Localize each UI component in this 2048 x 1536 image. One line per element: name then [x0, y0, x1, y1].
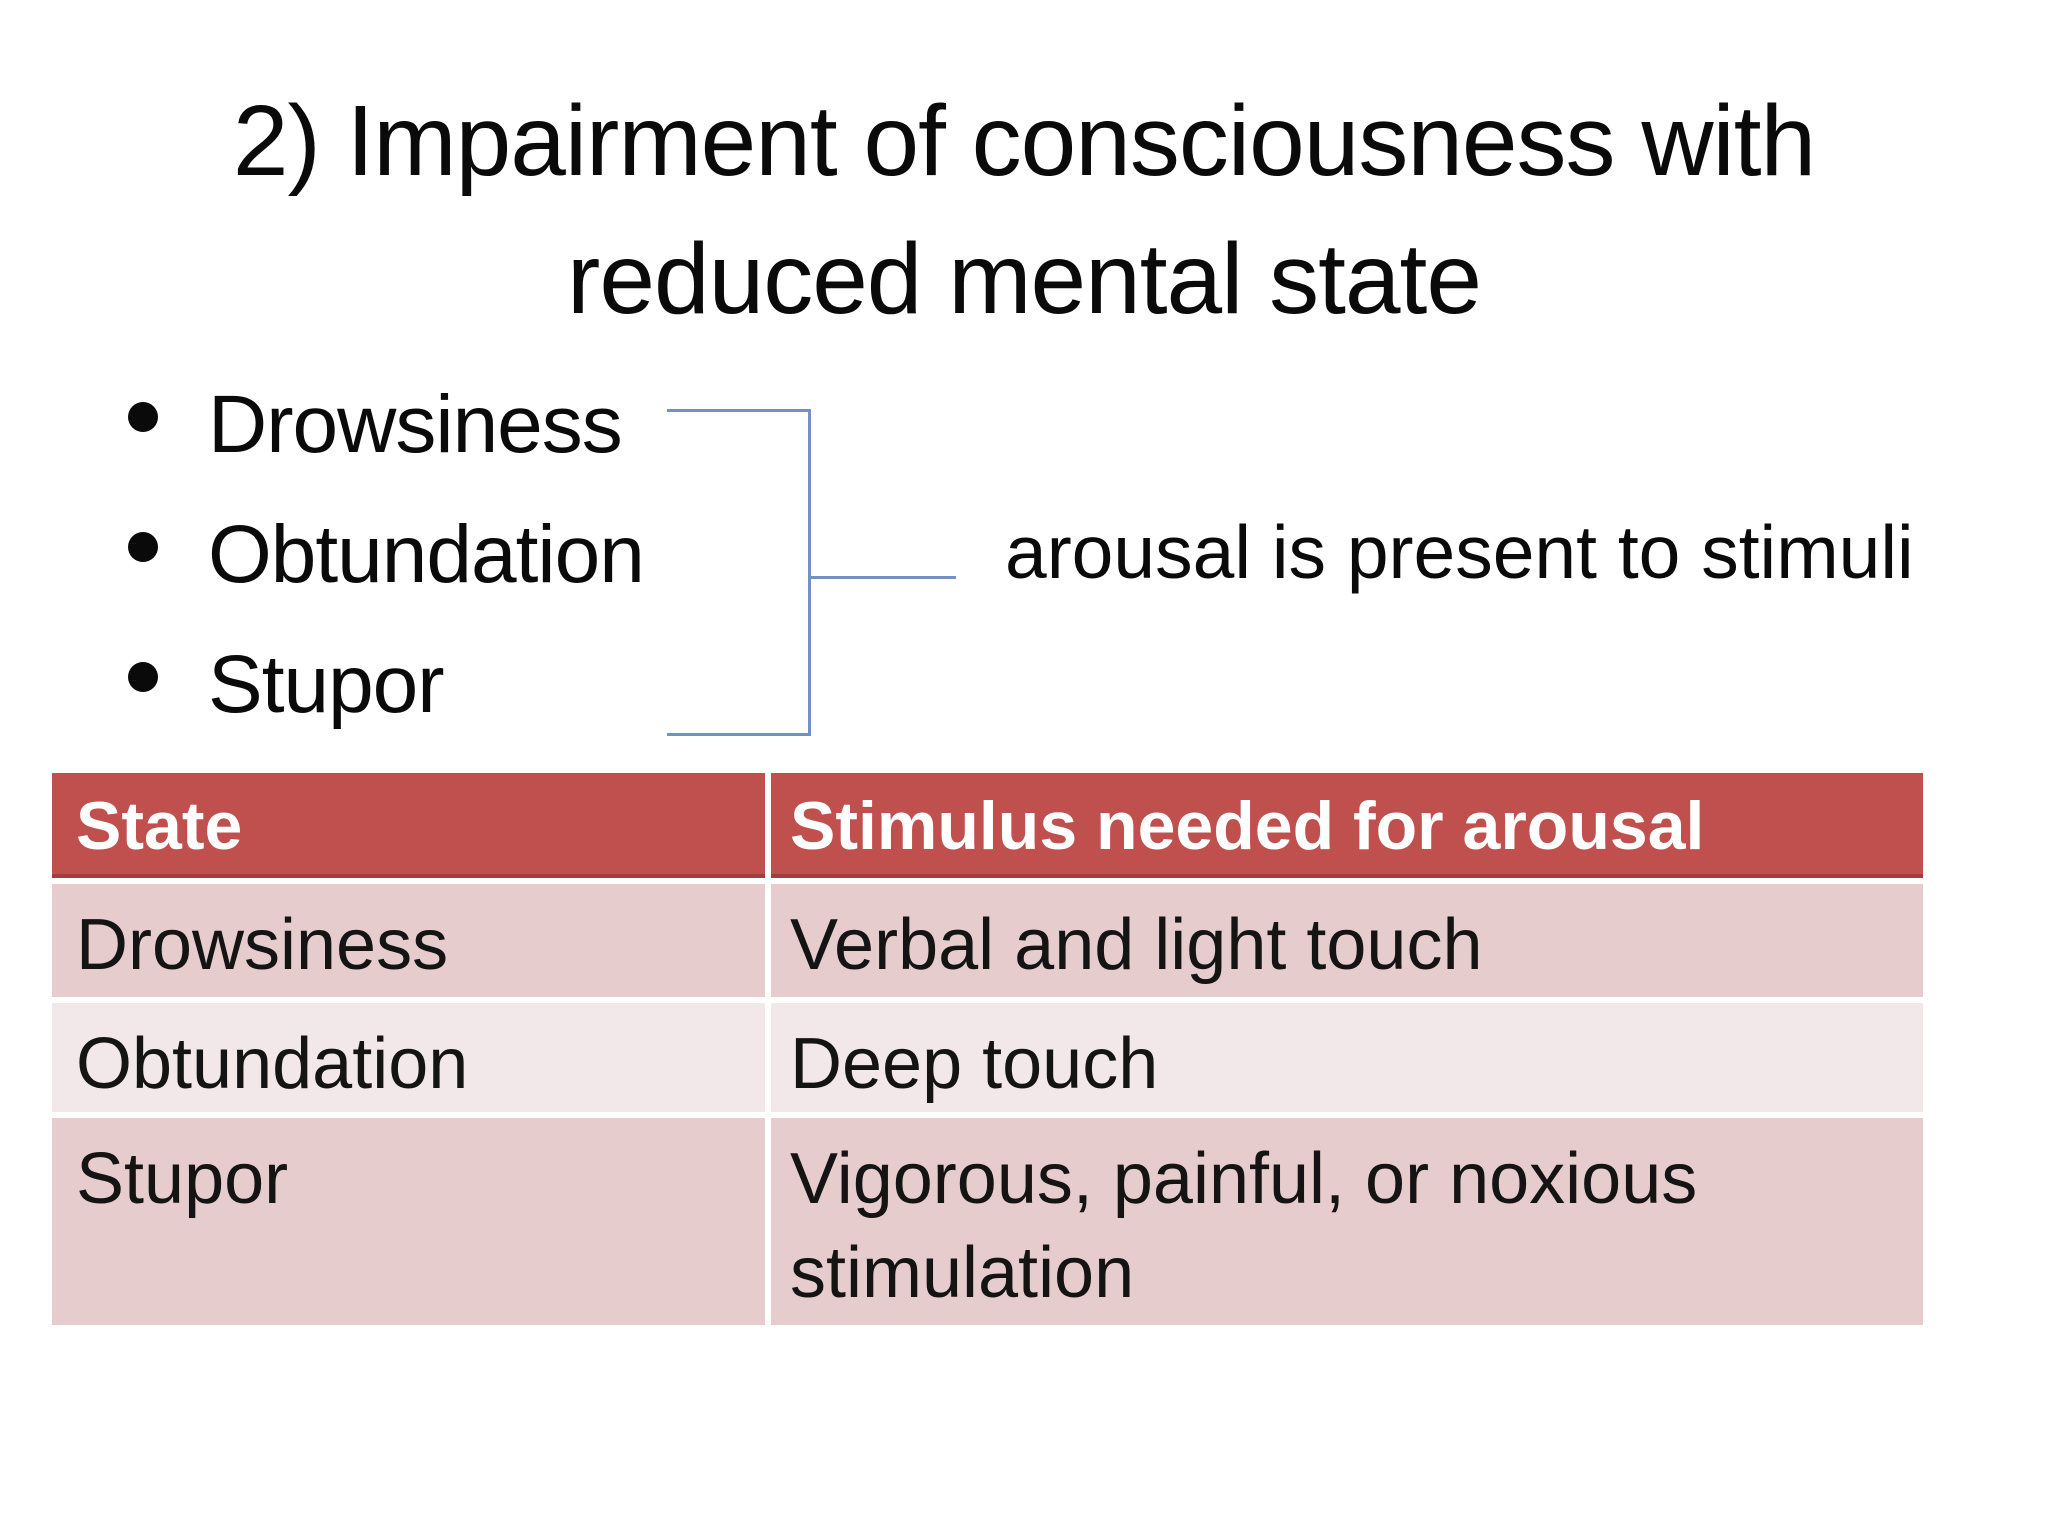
bracket-middle-line — [808, 576, 956, 579]
table-cell-state: Drowsiness — [52, 884, 765, 997]
table-cell-stimulus: Vigorous, painful, or noxious stimulatio… — [771, 1118, 1923, 1325]
table-cell-state: Obtundation — [52, 1003, 765, 1112]
bullet-item-drowsiness: Drowsiness — [128, 379, 623, 470]
arousal-note: arousal is present to stimuli — [1005, 510, 1914, 594]
bullet-item-stupor: Stupor — [128, 639, 445, 730]
table-header-state: State — [52, 773, 765, 878]
table-cell-state: Stupor — [52, 1118, 765, 1325]
bullet-label: Drowsiness — [208, 379, 623, 470]
bullet-dot-icon — [128, 662, 158, 692]
table-cell-stimulus: Verbal and light touch — [771, 884, 1923, 997]
bracket-vertical-line — [808, 409, 811, 736]
table-header-stimulus: Stimulus needed for arousal — [771, 773, 1923, 878]
table-cell-stimulus: Deep touch — [771, 1003, 1923, 1112]
bullet-dot-icon — [128, 402, 158, 432]
bullet-dot-icon — [128, 532, 158, 562]
slide-title: 2) Impairment of consciousness with redu… — [0, 72, 2048, 348]
bullet-label: Stupor — [208, 639, 445, 730]
bracket-bottom-line — [667, 733, 808, 736]
slide-title-line1: 2) Impairment of consciousness with — [232, 85, 1816, 197]
bullet-item-obtundation: Obtundation — [128, 509, 645, 600]
bracket-top-line — [667, 409, 808, 412]
bullet-label: Obtundation — [208, 509, 645, 600]
state-stimulus-table: State Stimulus needed for arousal Drowsi… — [52, 773, 1923, 1325]
slide-title-line2: reduced mental state — [567, 223, 1482, 335]
